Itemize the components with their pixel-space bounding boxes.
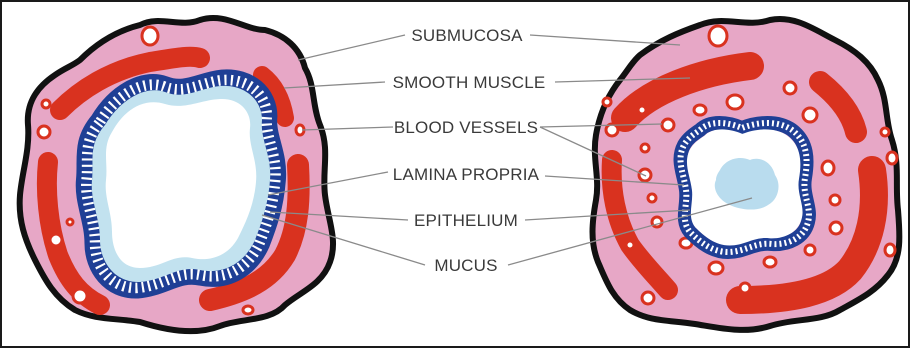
label-blood-vessels: BLOOD VESSELS xyxy=(394,118,538,137)
right-vessel xyxy=(727,95,743,109)
right-vessel xyxy=(822,161,834,175)
right-vessel xyxy=(881,128,889,136)
right-vessel xyxy=(803,108,817,122)
right-vessel xyxy=(885,244,895,256)
labels: SUBMUCOSA SMOOTH MUSCLE BLOOD VESSELS LA… xyxy=(393,26,546,275)
right-mucus-plug xyxy=(715,158,779,209)
right-vessel xyxy=(709,262,723,274)
label-smooth-muscle: SMOOTH MUSCLE xyxy=(393,73,546,92)
left-airway xyxy=(20,18,333,331)
left-vessel xyxy=(73,289,87,303)
right-vessel xyxy=(638,106,646,114)
right-vessel xyxy=(805,245,815,255)
right-airway xyxy=(593,19,900,330)
left-vessel xyxy=(50,234,62,246)
left-vessel xyxy=(38,126,50,138)
right-vessel xyxy=(784,82,796,94)
right-vessel xyxy=(694,105,706,115)
right-vessel xyxy=(830,195,840,205)
right-vessel xyxy=(642,292,654,304)
right-vessel xyxy=(662,119,674,131)
right-vessel xyxy=(887,152,897,164)
right-vessel xyxy=(830,222,842,234)
right-vessel xyxy=(709,26,727,46)
label-lamina-propria: LAMINA PROPRIA xyxy=(393,165,540,184)
label-mucus: MUCUS xyxy=(434,256,497,275)
right-vessel xyxy=(626,241,634,249)
label-epithelium: EPITHELIUM xyxy=(414,211,518,230)
right-vessel xyxy=(764,257,776,267)
right-vessel xyxy=(603,98,611,106)
left-lumen xyxy=(106,99,257,268)
right-vessel xyxy=(648,194,656,202)
left-vessel xyxy=(42,100,50,108)
leader-submucosa-left xyxy=(298,35,405,60)
leader-submucosa-right xyxy=(530,35,680,45)
right-vessel xyxy=(641,144,649,152)
label-submucosa: SUBMUCOSA xyxy=(411,26,523,45)
right-vessel xyxy=(740,283,750,293)
left-vessel xyxy=(67,219,73,225)
left-vessel xyxy=(142,27,158,45)
left-vessel xyxy=(243,306,253,314)
